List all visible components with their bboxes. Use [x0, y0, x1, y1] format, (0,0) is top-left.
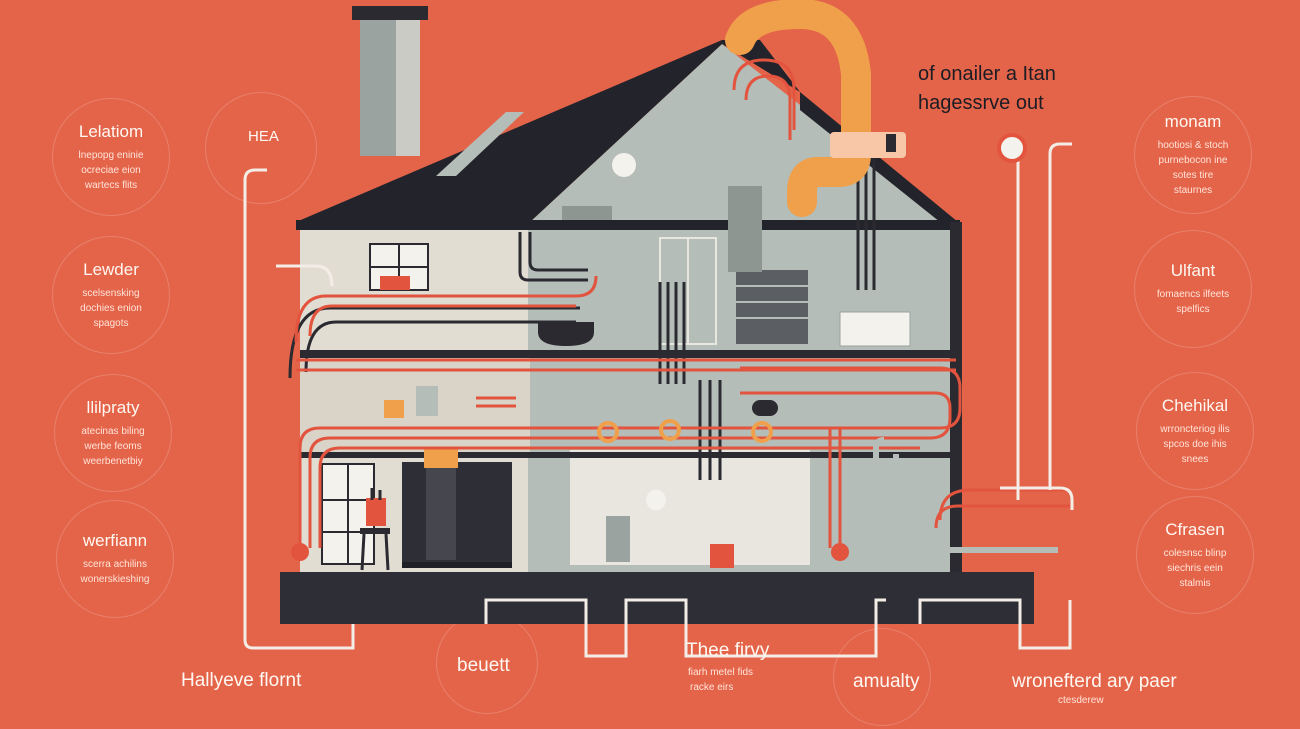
callout-line: wartecs flits — [84, 179, 138, 191]
bottom-label-left: Hallyeve flornt — [181, 670, 302, 691]
callout-line: spagots — [93, 317, 129, 329]
pot — [538, 322, 594, 346]
attic-light — [612, 153, 636, 177]
callout-title: llilpraty — [86, 397, 140, 417]
radiator-valve — [659, 419, 681, 441]
callout-title: Lelatiom — [78, 121, 144, 141]
callout-line: werbe feoms — [84, 440, 142, 452]
diagram-heading: of onailer a Itan hagessrve out — [918, 60, 1056, 118]
house-label: HEA — [248, 128, 279, 145]
callout-line: colesnsc blinp — [1163, 547, 1227, 559]
window — [321, 463, 375, 565]
callout-line: siechris eein — [1167, 562, 1223, 574]
callout-line: atecinas biling — [81, 425, 145, 437]
callout-title: Cfrasen — [1165, 519, 1225, 539]
air-unit — [839, 311, 911, 347]
callout-line: wrroncteriog ilis — [1160, 423, 1230, 435]
heading-line-2: hagessrve out — [918, 92, 1044, 114]
radiator-valve — [597, 421, 619, 443]
left-callout: werfiann scerra achilins wonerskieshing — [56, 500, 174, 618]
decor-ring — [833, 628, 931, 726]
right-callout: Cfrasen colesnsc blinp siechris eein sta… — [1136, 496, 1254, 614]
callout-line: hootiosi & stoch — [1157, 140, 1229, 151]
callout-title: Lewder — [83, 259, 139, 279]
callout-line: dochies enion — [80, 302, 142, 314]
wall-panel — [416, 386, 438, 416]
floor-slab — [300, 350, 952, 358]
callout-line: spelfics — [1176, 304, 1210, 315]
callout-title: Chehikal — [1161, 395, 1229, 415]
heading-line-1: of onailer a Itan — [918, 63, 1056, 85]
right-callout: Ulfant fomaencs ilfeets spelfics — [1134, 230, 1252, 348]
callout-line: sotes tire — [1172, 170, 1214, 181]
dark-pipe-network — [288, 150, 876, 480]
grey-pipe-network — [858, 437, 1058, 564]
callout-title: werfiann — [82, 531, 148, 550]
bottom-label-center-right: amualty — [853, 671, 920, 692]
red-pipe-network — [294, 58, 1070, 548]
decor-ring — [205, 92, 317, 204]
stool — [360, 528, 390, 534]
floor-slab — [300, 452, 952, 458]
callout-line: scerra achilins — [83, 559, 147, 570]
callout-line: wonerskieshing — [80, 574, 150, 585]
outdoor-pipes — [243, 142, 1074, 658]
callout-line: ocreciae eion — [81, 164, 141, 176]
callout-line: spcos doe ihis — [1163, 438, 1227, 450]
roof — [296, 40, 800, 222]
foundation — [280, 572, 1034, 624]
callout-line: purnebocon ine — [1158, 155, 1228, 166]
bottom-label-center-left: beuett — [457, 655, 510, 676]
gauge-icon — [997, 133, 1027, 163]
bottom-label-center-line: fiarh metel fids — [688, 667, 754, 678]
left-callout: Lelatiom lnepopg eninie ocreciae eion wa… — [52, 98, 170, 216]
bottom-label-center-line: racke eirs — [690, 682, 734, 693]
vent-grille — [736, 270, 808, 344]
callout-line: lnepopg eninie — [78, 149, 144, 161]
left-callout: llilpraty atecinas biling werbe feoms we… — [54, 374, 172, 492]
callout-line: staurnes — [1173, 185, 1213, 196]
callout-line: stalmis — [1179, 577, 1211, 589]
radiator-valve — [751, 421, 773, 443]
callout-line: weerbenetbiy — [83, 455, 143, 467]
roof-window — [436, 112, 524, 176]
right-callout: monam hootiosi & stoch purnebocon ine so… — [1134, 96, 1252, 214]
furnace — [402, 462, 512, 564]
callout-line: scelsensking — [82, 287, 140, 299]
callout-title: Ulfant — [1170, 261, 1216, 280]
bottom-label-right-sub: ctesderew — [1058, 695, 1104, 706]
exhaust-pipe — [725, 0, 871, 217]
left-callout: Lewder scelsensking dochies enion spagot… — [52, 236, 170, 354]
callout-line: snees — [1181, 453, 1209, 465]
right-callout: Chehikal wrroncteriog ilis spcos doe ihi… — [1136, 372, 1254, 490]
callout-line: fomaencs ilfeets — [1156, 289, 1230, 300]
bottom-label-right: wronefterd ary paer — [1012, 671, 1177, 692]
bottom-label-center-title: Thee firvy — [686, 640, 770, 661]
callout-title: monam — [1164, 112, 1222, 131]
